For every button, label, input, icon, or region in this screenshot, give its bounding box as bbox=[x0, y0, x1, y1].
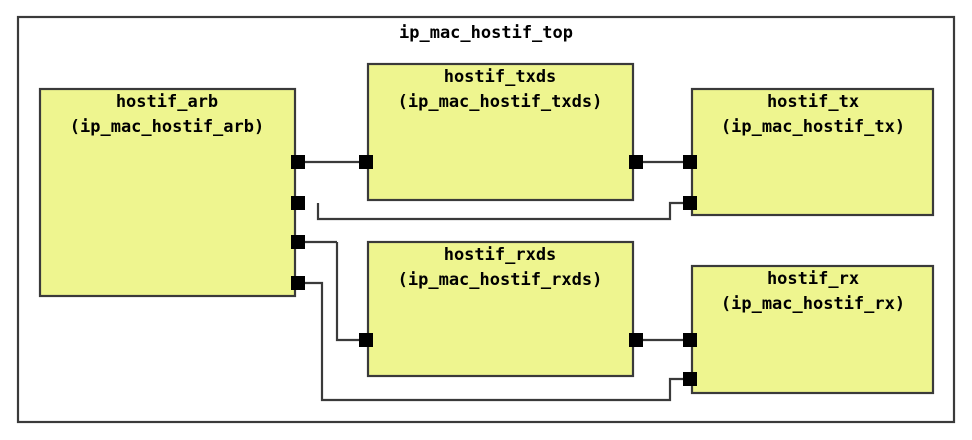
block-hostif-rxds[interactable]: hostif_rxds (ip_mac_hostif_rxds) bbox=[359, 240, 643, 378]
port-tx-arb bbox=[683, 196, 697, 210]
block-hostif-tx-name: hostif_tx bbox=[767, 92, 859, 112]
block-hostif-tx-module: (ip_mac_hostif_tx) bbox=[721, 117, 905, 137]
connection-rxds-arb bbox=[303, 240, 360, 342]
port-arb-tx-return bbox=[291, 196, 305, 210]
block-hostif-tx[interactable]: hostif_tx (ip_mac_hostif_tx) bbox=[683, 87, 935, 217]
block-hostif-txds-name: hostif_txds bbox=[444, 67, 557, 87]
block-hostif-tx-rect bbox=[690, 87, 935, 217]
block-hostif-rxds-rect bbox=[366, 240, 635, 378]
block-hostif-rxds-module: (ip_mac_hostif_rxds) bbox=[398, 270, 603, 290]
block-hostif-txds-module: (ip_mac_hostif_txds) bbox=[398, 92, 603, 112]
block-hostif-txds[interactable]: hostif_txds (ip_mac_hostif_txds) bbox=[359, 62, 643, 202]
block-hostif-arb[interactable]: hostif_arb (ip_mac_hostif_arb) bbox=[38, 87, 305, 298]
frame-ip-mac-hostif-top bbox=[16, 15, 956, 424]
port-rxds-rx bbox=[629, 333, 643, 347]
port-rx-rxds bbox=[683, 333, 697, 347]
block-hostif-rxds-name: hostif_rxds bbox=[444, 245, 557, 265]
port-txds-arb bbox=[359, 155, 373, 169]
port-arb-txds bbox=[291, 155, 305, 169]
block-hostif-txds-rect bbox=[366, 62, 635, 202]
block-hostif-rx-name: hostif_rx bbox=[767, 269, 859, 289]
port-arb-rxds-in bbox=[291, 235, 305, 249]
port-rxds-arb bbox=[359, 333, 373, 347]
port-arb-rx-in bbox=[291, 276, 305, 290]
connection-txds-arb-return bbox=[316, 201, 684, 221]
block-hostif-arb-module: (ip_mac_hostif_arb) bbox=[70, 117, 264, 137]
block-hostif-rx-rect bbox=[690, 264, 935, 395]
block-hostif-rx-module: (ip_mac_hostif_rx) bbox=[721, 294, 905, 314]
block-hostif-arb-name: hostif_arb bbox=[116, 92, 218, 112]
port-txds-tx bbox=[629, 155, 643, 169]
port-rx-arb bbox=[683, 372, 697, 386]
frame-title-label: ip_mac_hostif_top bbox=[399, 23, 573, 43]
connection-arb-rx-bottom bbox=[303, 281, 684, 402]
block-hostif-rx[interactable]: hostif_rx (ip_mac_hostif_rx) bbox=[683, 264, 935, 395]
block-hostif-arb-rect bbox=[38, 87, 297, 298]
port-tx-txds bbox=[683, 155, 697, 169]
